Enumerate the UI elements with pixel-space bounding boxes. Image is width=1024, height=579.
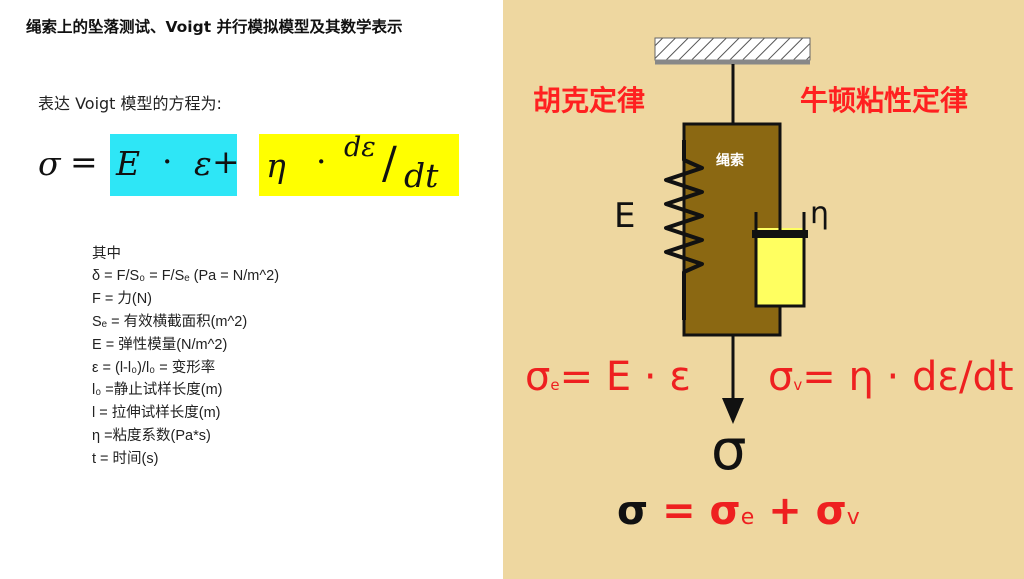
sigma-e-symbol: σ	[525, 354, 551, 400]
eq-d-epsilon: dε	[344, 132, 376, 163]
legend-item: Sₑ = 有效横截面积(m^2)	[92, 313, 248, 330]
stress-sum-equation: σ = σe + σv	[617, 488, 860, 534]
voigt-equation: σ = E · ε + η · dε / dt	[36, 132, 476, 196]
eq-sigma: σ	[38, 144, 61, 183]
sum-sigma-v: σ	[815, 488, 847, 534]
sigma-v-rhs: = η · dε/dt	[802, 354, 1014, 400]
downward-arrow	[722, 335, 744, 424]
dashpot-viscosity-label: η	[810, 196, 830, 231]
hooke-law-label: 胡克定律	[533, 84, 646, 117]
legend-heading: 其中	[92, 246, 121, 262]
eq-dt: dt	[404, 156, 439, 195]
legend-item: l₀ =静止试样长度(m)	[92, 382, 223, 399]
eq-dot-2: ·	[316, 142, 327, 181]
legend-item: δ = F/S₀ = F/Sₑ (Pa = N/m^2)	[92, 268, 280, 284]
sum-sub-e: e	[740, 505, 755, 530]
eq-equals: =	[70, 142, 98, 181]
voigt-model-diagram	[654, 37, 811, 424]
sigma-e-subscript: e	[550, 376, 560, 394]
spring	[664, 140, 704, 320]
sigma-v-symbol: σ	[768, 354, 794, 400]
legend-item: ε = (l-l₀)/l₀ = 变形率	[92, 359, 216, 376]
sum-equals: =	[662, 488, 696, 534]
eq-plus: +	[212, 142, 240, 181]
left-panel: 绳索上的坠落测试、Voigt 并行模拟模型及其数学表示 表达 Voigt 模型的…	[0, 0, 503, 579]
eq-epsilon: ε	[194, 144, 212, 183]
equation-intro: 表达 Voigt 模型的方程为:	[38, 94, 222, 113]
slide-title: 绳索上的坠落测试、Voigt 并行模拟模型及其数学表示	[26, 18, 403, 36]
rope-label: 绳索	[716, 153, 744, 169]
legend-item: l = 拉伸试样长度(m)	[92, 405, 221, 422]
viscous-term-highlight	[259, 134, 459, 196]
sigma-e-equation: σe= E · ε	[525, 354, 691, 400]
sum-lhs: σ	[617, 488, 649, 534]
eq-dot-1: ·	[162, 142, 173, 181]
newton-law-label: 牛顿粘性定律	[800, 84, 969, 117]
eq-slash: /	[382, 138, 397, 189]
legend-item: E = 弹性模量(N/m^2)	[92, 336, 228, 353]
legend-item: t = 时间(s)	[92, 451, 159, 468]
sum-sub-v: v	[846, 505, 860, 530]
hooke-term-highlight	[110, 134, 237, 196]
ceiling-support	[654, 37, 811, 65]
total-stress-symbol: σ	[711, 418, 747, 483]
sum-plus: +	[768, 488, 802, 534]
legend-item: η =粘度系数(Pa*s)	[92, 428, 211, 445]
dashpot	[752, 124, 808, 308]
sigma-e-rhs: = E · ε	[559, 354, 691, 400]
sigma-v-subscript: v	[793, 376, 803, 394]
variable-legend: δ = F/S₀ = F/Sₑ (Pa = N/m^2) F = 力(N) Sₑ…	[92, 265, 279, 471]
sigma-v-equation: σv= η · dε/dt	[768, 354, 1014, 400]
eq-eta: η	[266, 146, 286, 185]
sum-sigma-e: σ	[709, 488, 741, 534]
legend-item: F = 力(N)	[92, 290, 153, 307]
eq-E: E	[116, 144, 141, 183]
spring-modulus-label: E	[614, 196, 636, 236]
